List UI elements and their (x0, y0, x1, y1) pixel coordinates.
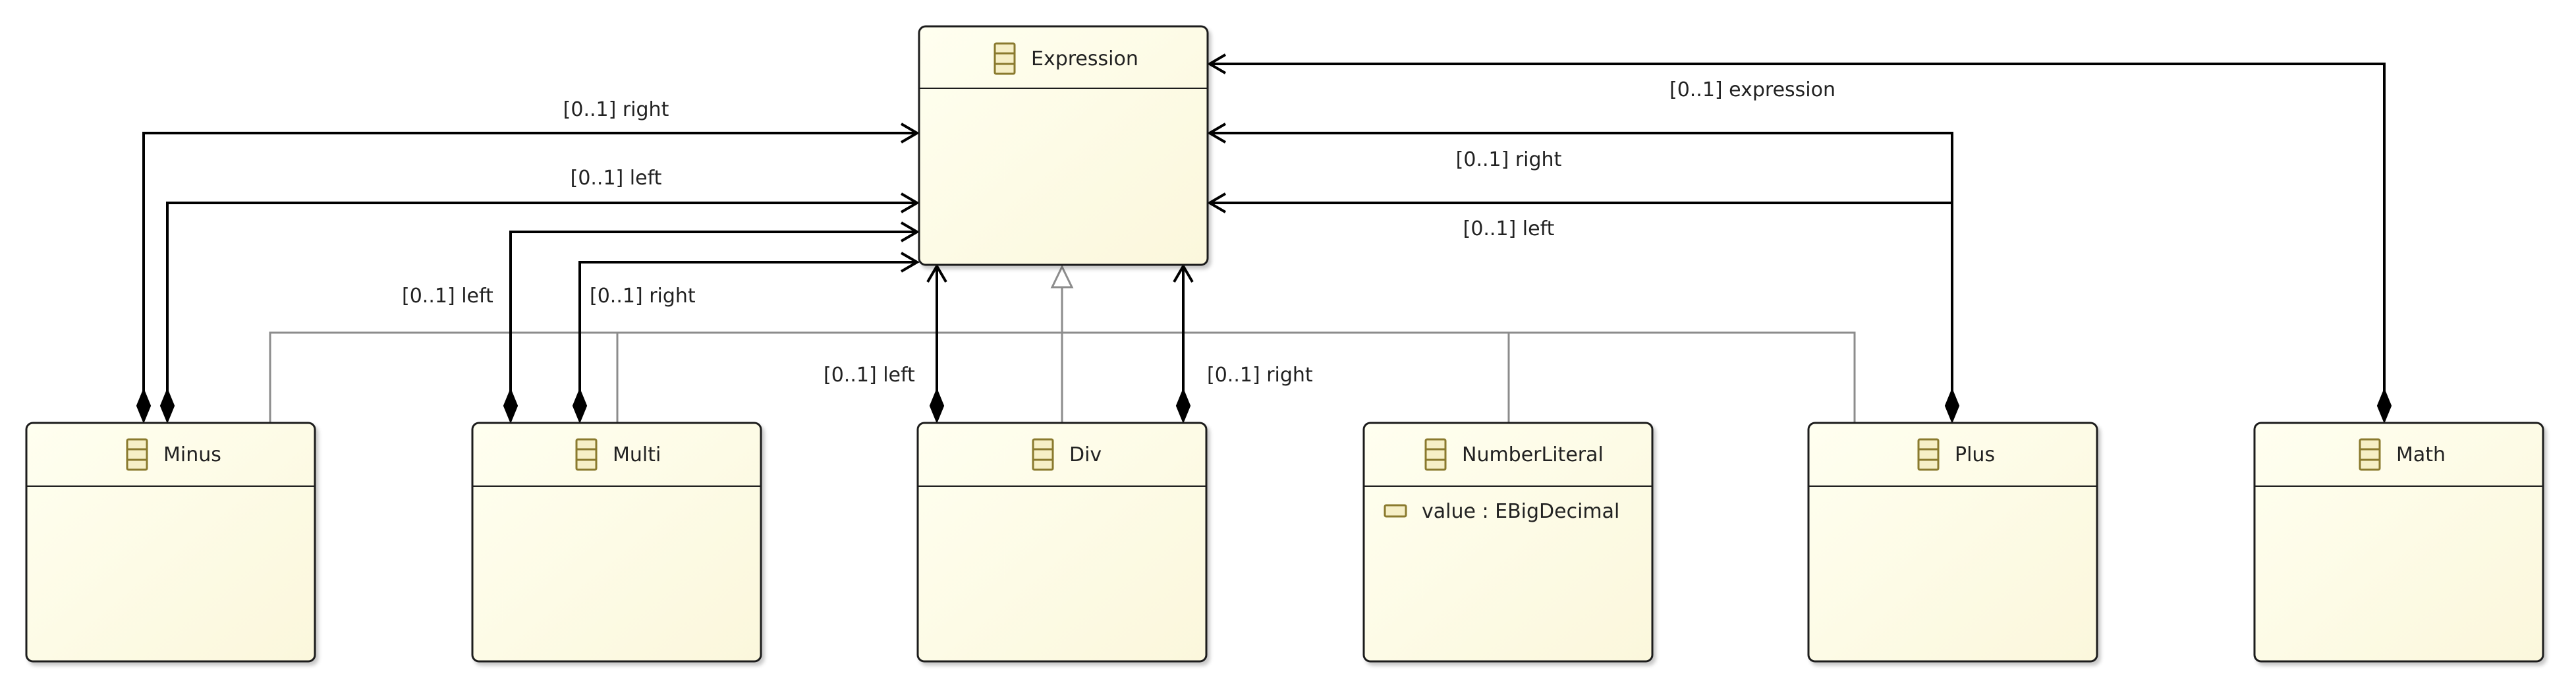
label-plus-left: [0..1] left (1463, 217, 1555, 240)
arrow-icon (900, 192, 920, 213)
class-icon (1032, 438, 1054, 471)
association-lines (136, 53, 2392, 424)
arrow-icon (1173, 263, 1194, 283)
label-math-expression: [0..1] expression (1669, 78, 1835, 101)
class-name: Math (2396, 443, 2446, 466)
label-plus-right: [0..1] right (1456, 148, 1562, 171)
label-div-right: [0..1] right (1207, 364, 1313, 387)
label-minus-right: [0..1] right (563, 98, 669, 121)
composition-diamond-icon (572, 387, 588, 424)
attribute-row[interactable]: value : EBigDecimal (1384, 500, 1619, 523)
class-name: NumberLiteral (1462, 443, 1604, 466)
association-labels: [0..1] right [0..1] left [0..1] left [0.… (402, 78, 1835, 387)
class-math[interactable]: Math (2253, 422, 2544, 663)
attribute-icon (1384, 504, 1407, 518)
arrow-icon (900, 123, 920, 144)
generalization-lines (269, 264, 1856, 423)
class-icon (2359, 438, 2381, 471)
generalization-plus-expression (1509, 331, 1856, 423)
class-multi[interactable]: Multi (471, 422, 762, 663)
class-plus[interactable]: Plus (1807, 422, 2098, 663)
attribute-value-ebigdecimal: value : EBigDecimal (1422, 500, 1619, 523)
class-div[interactable]: Div (916, 422, 1208, 663)
label-div-left: [0..1] left (824, 364, 915, 387)
arrow-icon (900, 252, 920, 273)
class-numberliteral[interactable]: NumberLiteral value : EBigDecimal (1362, 422, 1654, 663)
association-minus-right (142, 132, 917, 395)
inheritance-triangle-icon (1050, 264, 1074, 289)
composition-diamond-icon (136, 387, 152, 424)
class-icon (994, 42, 1016, 75)
composition-diamond-icon (929, 387, 945, 424)
composition-diamond-icon (1175, 387, 1191, 424)
association-minus-left (166, 202, 917, 395)
composition-diamond-icon (159, 387, 175, 424)
class-expression[interactable]: Expression (918, 25, 1209, 266)
arrow-icon (1207, 192, 1227, 213)
arrow-icon (1207, 53, 1227, 74)
label-minus-left: [0..1] left (571, 167, 662, 190)
composition-diamond-icon (1944, 387, 1960, 424)
class-name: Plus (1955, 443, 1995, 466)
class-icon (1424, 438, 1447, 471)
class-icon (126, 438, 148, 471)
association-math-expression (1210, 63, 2386, 395)
class-name: Minus (163, 443, 221, 466)
arrow-icon (1207, 123, 1227, 144)
class-icon (1917, 438, 1940, 471)
class-name: Expression (1031, 47, 1138, 70)
composition-diamond-icon (503, 387, 518, 424)
class-name: Multi (613, 443, 661, 466)
class-icon (575, 438, 598, 471)
class-minus[interactable]: Minus (25, 422, 316, 663)
association-multi-left (509, 231, 917, 395)
arrow-icon (900, 221, 920, 242)
association-plus-right (1210, 132, 1953, 395)
arrow-icon (926, 263, 947, 283)
label-multi-right: [0..1] right (590, 285, 696, 308)
generalization-minus-expression (269, 286, 1063, 423)
association-multi-right (578, 261, 917, 395)
label-multi-left: [0..1] left (402, 285, 493, 308)
composition-diamond-icon (2376, 387, 2392, 424)
class-name: Div (1069, 443, 1102, 466)
